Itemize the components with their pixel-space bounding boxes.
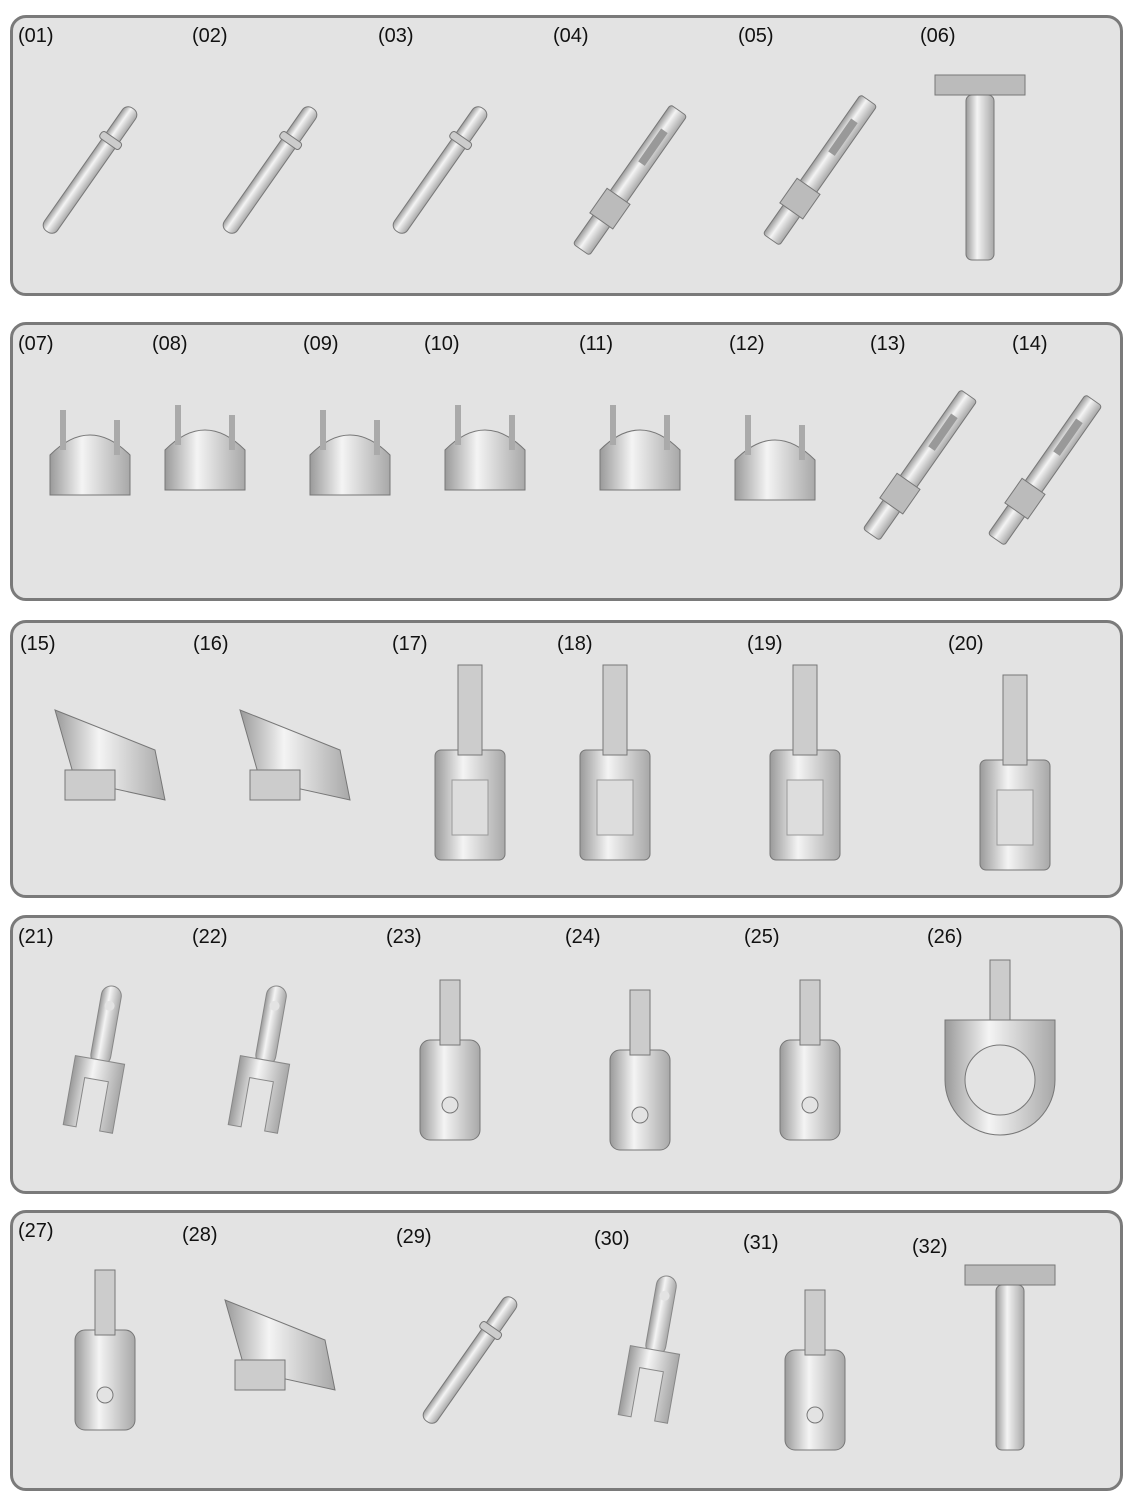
clip-terminal-image (734, 415, 816, 501)
bracket-terminal-image (239, 709, 351, 801)
ring-terminal-image (944, 959, 1056, 1136)
item-number-label: (24) (565, 926, 601, 948)
receptacle-terminal-image (769, 664, 841, 861)
crimp-terminal-image (988, 395, 1102, 545)
item-number-label: (07) (18, 333, 54, 355)
receptacle-terminal-image (434, 664, 506, 861)
product-panel-5 (10, 1210, 1123, 1491)
item-number-label: (12) (729, 333, 765, 355)
carrier-crimp-terminal-image (934, 74, 1026, 261)
tab-terminal-image (779, 979, 841, 1141)
item-number-label: (25) (744, 926, 780, 948)
item-number-label: (32) (912, 1236, 948, 1258)
item-number-label: (30) (594, 1228, 630, 1250)
clip-terminal-image (444, 405, 526, 491)
item-number-label: (26) (927, 926, 963, 948)
crimp-terminal-image (763, 95, 877, 245)
item-number-label: (10) (424, 333, 460, 355)
pin-terminal-image (42, 106, 138, 234)
item-number-label: (28) (182, 1224, 218, 1246)
crimp-terminal-image (573, 105, 687, 255)
item-number-label: (04) (553, 25, 589, 47)
tab-terminal-image (419, 979, 481, 1141)
clip-terminal-image (599, 405, 681, 491)
crimp-terminal-image (863, 390, 977, 540)
product-panel-3 (10, 620, 1123, 898)
item-number-label: (06) (920, 25, 956, 47)
item-number-label: (03) (378, 25, 414, 47)
fork-terminal-image (617, 1275, 681, 1424)
clip-terminal-image (309, 410, 391, 496)
item-number-label: (09) (303, 333, 339, 355)
clip-terminal-image (164, 405, 246, 491)
fork-terminal-image (227, 985, 291, 1134)
item-number-label: (15) (20, 633, 56, 655)
carrier-crimp-terminal-image (964, 1264, 1056, 1451)
item-number-label: (21) (18, 926, 54, 948)
item-number-label: (14) (1012, 333, 1048, 355)
fork-terminal-image (62, 985, 126, 1134)
product-panel-4 (10, 915, 1123, 1194)
item-number-label: (11) (579, 333, 614, 355)
product-panel-1 (10, 15, 1123, 296)
item-number-label: (22) (192, 926, 228, 948)
tab-terminal-image (784, 1289, 846, 1451)
item-number-label: (01) (18, 25, 54, 47)
receptacle-terminal-image (579, 664, 651, 861)
pin-terminal-image (392, 106, 488, 234)
item-number-label: (18) (557, 633, 593, 655)
pin-terminal-image (222, 106, 318, 234)
bracket-terminal-image (54, 709, 166, 801)
tab-terminal-image (74, 1269, 136, 1431)
item-number-label: (13) (870, 333, 906, 355)
item-number-label: (17) (392, 633, 428, 655)
item-number-label: (23) (386, 926, 422, 948)
item-number-label: (08) (152, 333, 188, 355)
tab-terminal-image (609, 989, 671, 1151)
receptacle-terminal-image (979, 674, 1051, 871)
item-number-label: (02) (192, 25, 228, 47)
item-number-label: (16) (193, 633, 229, 655)
item-number-label: (20) (948, 633, 984, 655)
item-number-label: (29) (396, 1226, 432, 1248)
item-number-label: (19) (747, 633, 783, 655)
bracket-terminal-image (224, 1299, 336, 1391)
pin-terminal-image (422, 1296, 518, 1424)
item-number-label: (05) (738, 25, 774, 47)
clip-terminal-image (49, 410, 131, 496)
item-number-label: (27) (18, 1220, 54, 1242)
item-number-label: (31) (743, 1232, 779, 1254)
